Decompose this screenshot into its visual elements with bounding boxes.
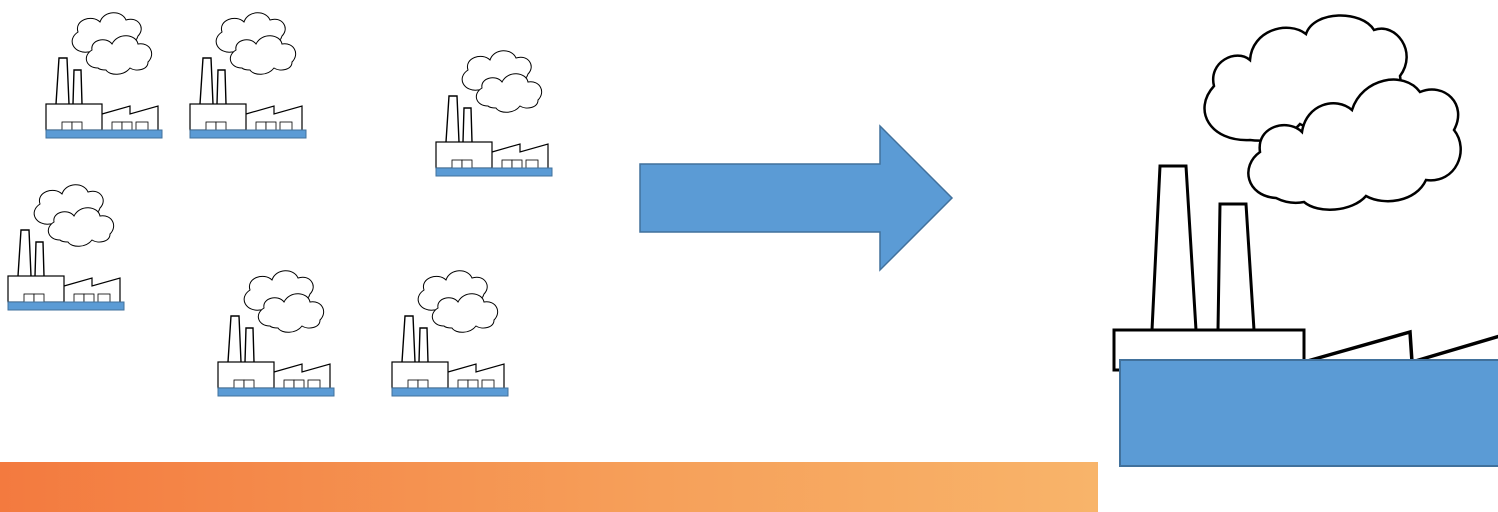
small-factory-icon-3 [408, 48, 558, 180]
arrow-right-icon [636, 120, 956, 276]
small-factory-icon-2 [162, 10, 312, 142]
large-factory-icon [1100, 0, 1498, 470]
small-factory-icon-1 [18, 10, 168, 142]
small-factory-icon-4 [0, 182, 130, 314]
small-factory-icon-5 [190, 268, 340, 400]
small-factory-icon-6 [364, 268, 514, 400]
orange-footer-band [0, 462, 1098, 512]
cloud-icon [1205, 15, 1461, 209]
